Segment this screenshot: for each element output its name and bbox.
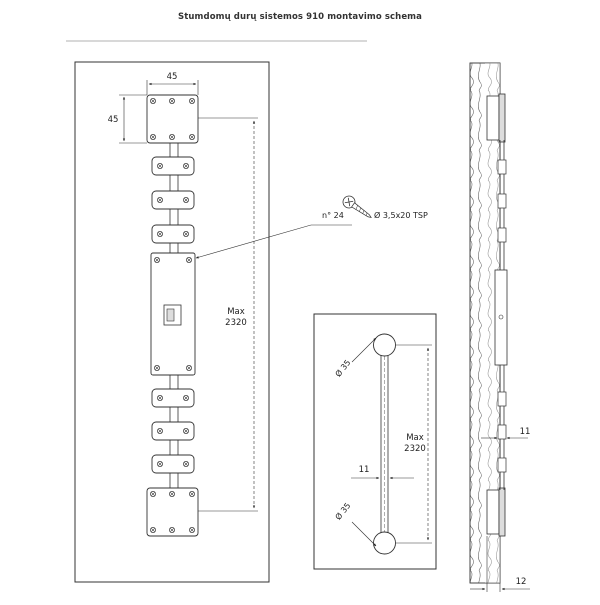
bottom-side-bracket xyxy=(486,487,506,537)
guide-block xyxy=(151,388,195,408)
guide-block xyxy=(151,421,195,441)
guide-block xyxy=(151,224,195,244)
screw-spec-label: Ø 3,5x20 TSP xyxy=(374,210,428,220)
lock-body xyxy=(150,252,196,376)
front-view: 45 45 Max 2320 n° 24 Ø 3,5x20 TSP xyxy=(74,61,428,583)
screw-leader-line xyxy=(195,224,312,259)
plate-width-label: 45 xyxy=(167,72,178,82)
door-panel xyxy=(74,61,270,583)
bottom-hole-label: Ø 35 xyxy=(333,501,353,522)
max-value: 2320 xyxy=(225,318,247,328)
side-offset-label: 12 xyxy=(516,577,527,587)
screw-icon xyxy=(342,195,372,219)
drill-view: Ø 35 Ø 35 11 Max 2320 xyxy=(313,313,437,570)
drill-max-label: Max xyxy=(406,433,424,443)
screw-ref-label: n° 24 xyxy=(322,211,344,220)
plate-height-label: 45 xyxy=(108,115,119,125)
rod-width-label: 11 xyxy=(359,465,370,475)
guide-block xyxy=(151,156,195,176)
side-guide xyxy=(497,227,507,243)
guide-block xyxy=(151,190,195,210)
guide-block xyxy=(151,454,195,474)
max-label: Max xyxy=(227,307,245,317)
top-hole-label: Ø 35 xyxy=(333,358,353,379)
side-gap-label: 11 xyxy=(520,427,531,437)
side-guide xyxy=(497,193,507,209)
side-lock-screw xyxy=(498,314,504,320)
side-guide xyxy=(497,391,507,407)
drill-panel xyxy=(313,313,437,570)
side-guide xyxy=(497,159,507,175)
top-side-bracket xyxy=(486,93,506,143)
side-guide xyxy=(497,424,507,440)
side-guide xyxy=(497,457,507,473)
top-mounting-plate xyxy=(146,94,199,144)
bottom-drill-hole xyxy=(373,531,396,555)
side-view: 11 12 xyxy=(469,62,531,592)
bottom-mounting-plate xyxy=(146,487,199,537)
diagram-title: Stumdomų durų sistemos 910 montavimo sch… xyxy=(178,12,422,22)
top-drill-hole xyxy=(373,333,396,357)
drill-max-value: 2320 xyxy=(404,444,426,454)
